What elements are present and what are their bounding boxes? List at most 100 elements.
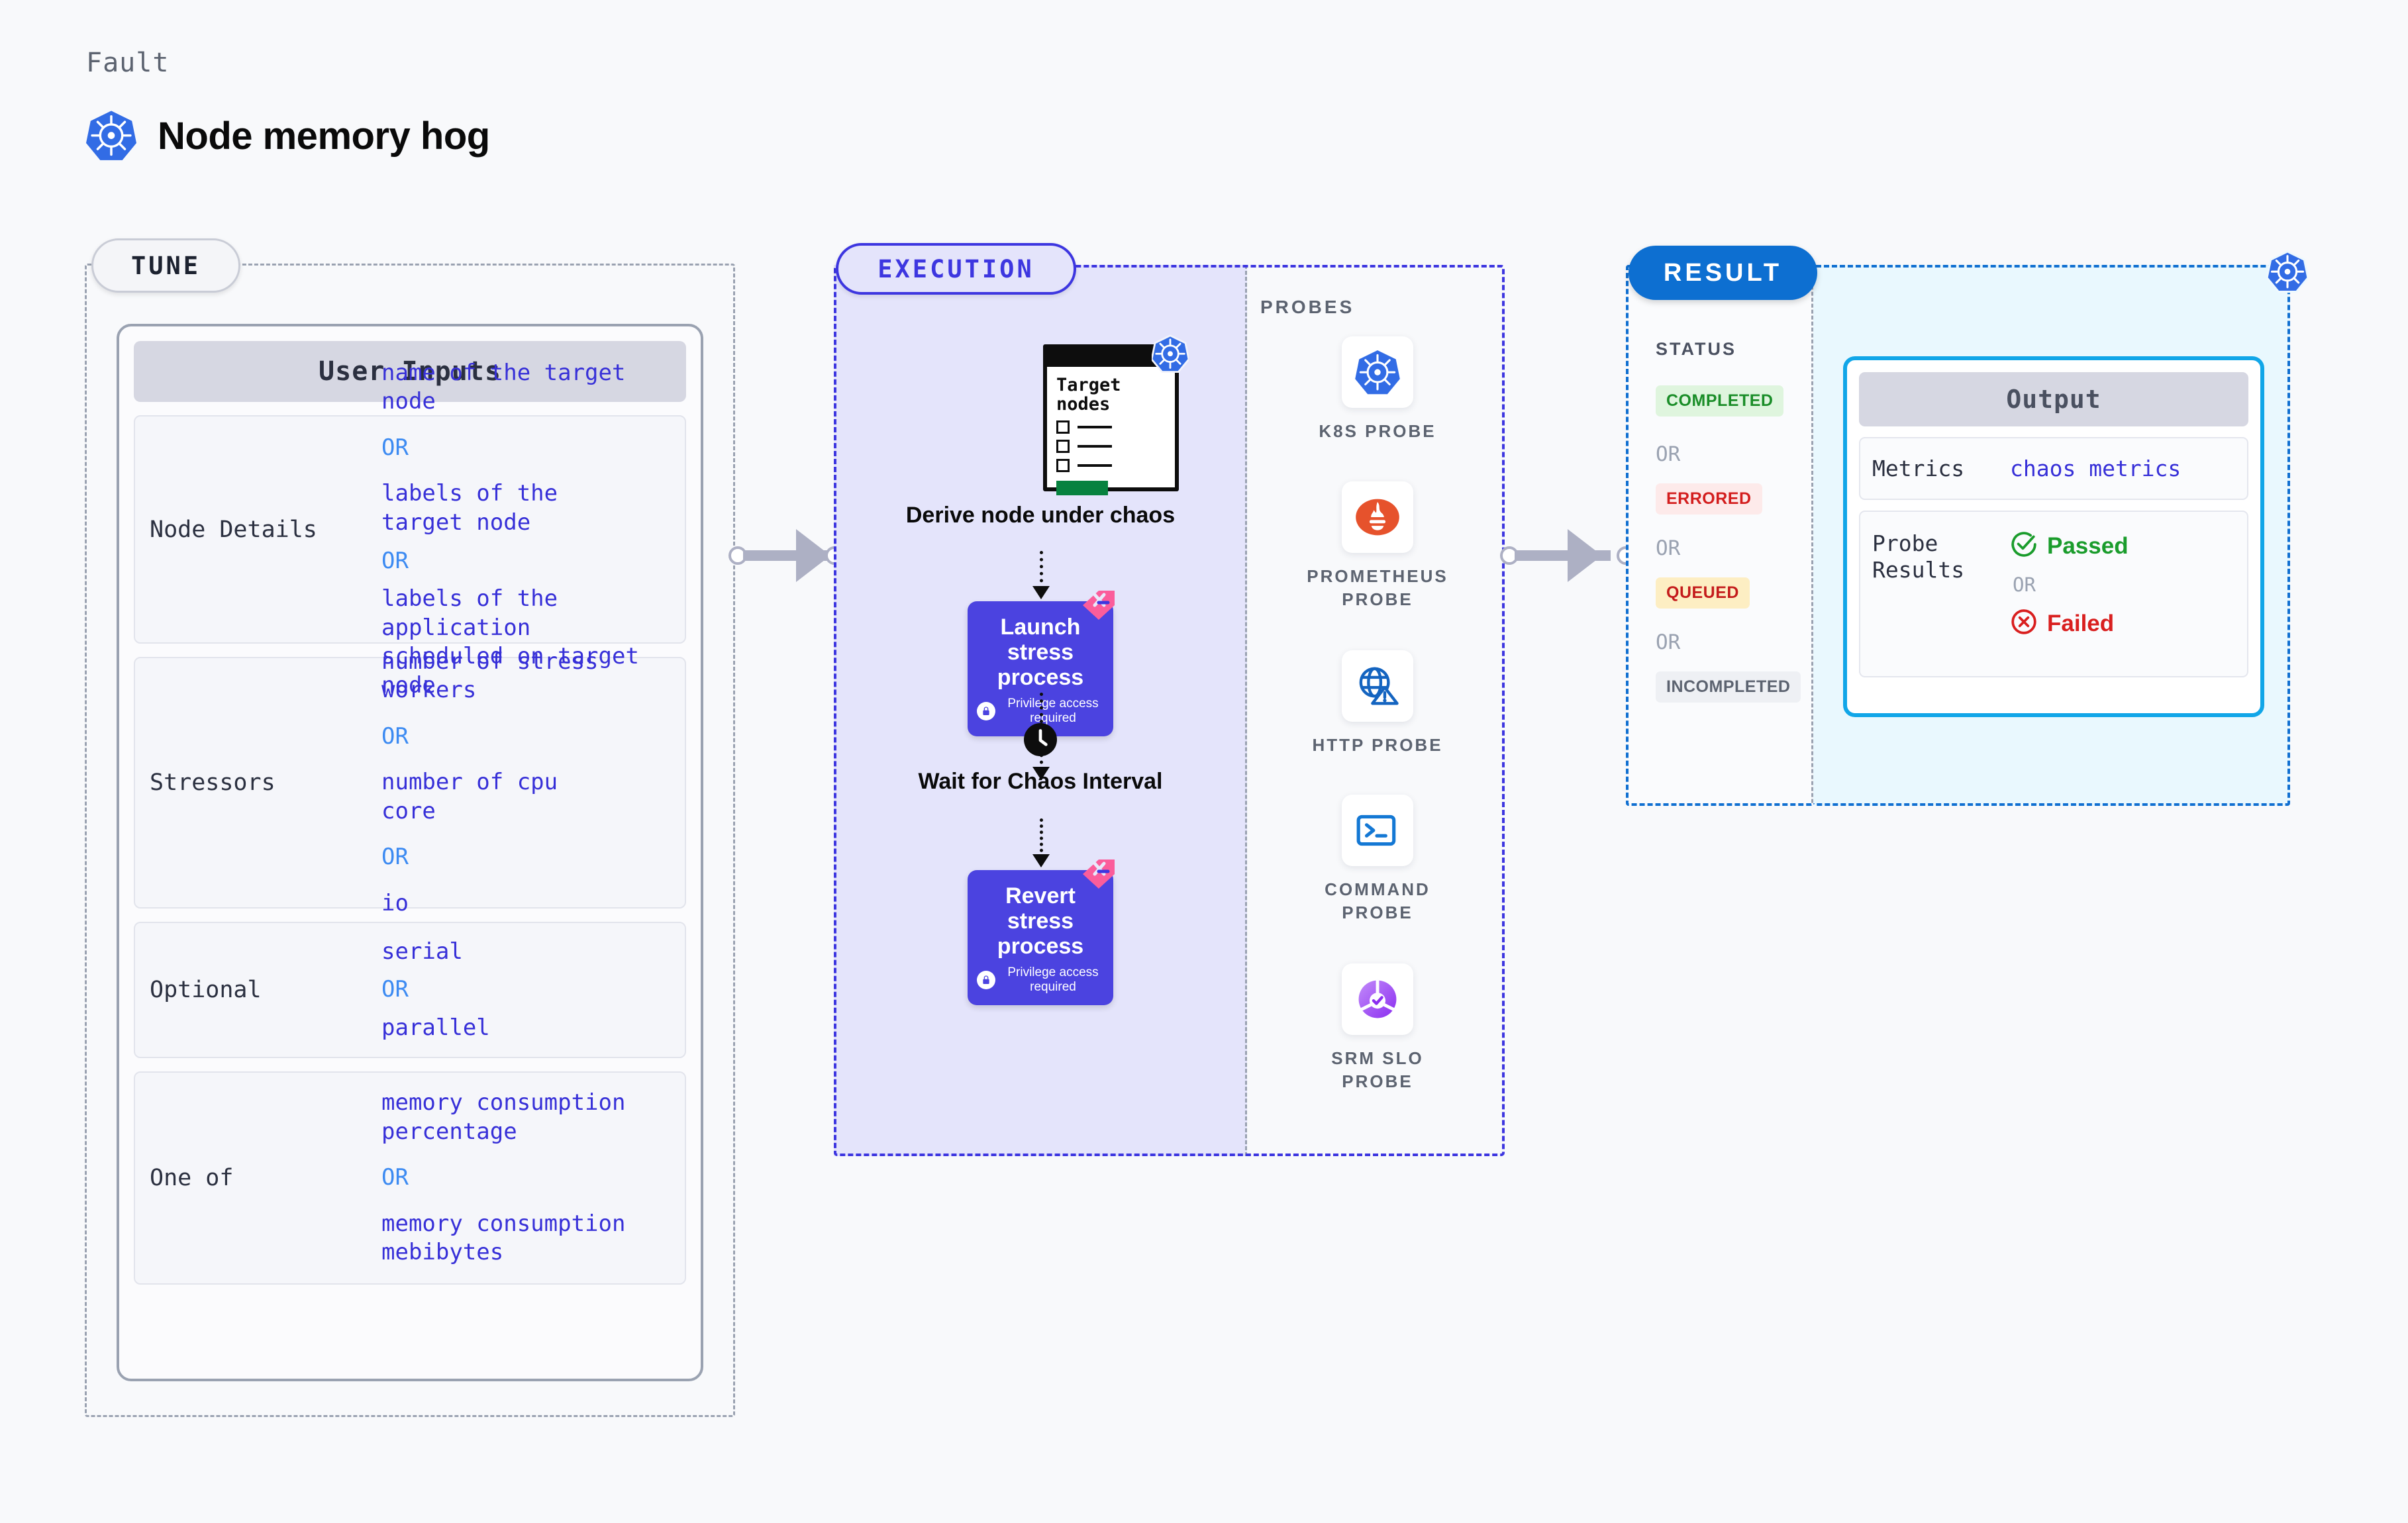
step-caption-wait: Wait for Chaos Interval: [918, 769, 1163, 794]
metrics-value: chaos metrics: [2010, 456, 2182, 481]
probe-command[interactable]: COMMAND PROBE: [1298, 795, 1457, 924]
target-nodes-title: Target nodes: [1056, 375, 1121, 415]
status-title: STATUS: [1656, 339, 1736, 359]
probe-http[interactable]: HTTP PROBE: [1298, 650, 1457, 757]
process-subtitle: Privilege access required: [1007, 697, 1099, 726]
globe-warning-icon: [1342, 650, 1413, 722]
param-row-node-details: Node Details name of the target node OR …: [134, 360, 686, 699]
confirm-bar: [1056, 480, 1108, 495]
probe-label: COMMAND PROBE: [1325, 879, 1430, 923]
output-header: Output: [1859, 372, 2248, 426]
probe-result-failed: Failed: [2010, 608, 2129, 639]
param-value: number of stress workers: [381, 648, 599, 704]
param-row-stressors: Stressors number of stress workers OR nu…: [134, 648, 686, 916]
param-or: OR: [381, 722, 409, 750]
failed-label: Failed: [2047, 610, 2115, 636]
line-placeholder: [1078, 425, 1112, 428]
tune-pill-label: TUNE: [130, 251, 201, 280]
kubernetes-icon: [2266, 250, 2309, 297]
checkbox-icon: [1056, 439, 1070, 453]
checkbox-icon: [1056, 420, 1070, 434]
status-or: OR: [1656, 442, 1681, 466]
param-values: memory consumption percentage OR memory …: [381, 1089, 685, 1267]
result-status-region: [1626, 265, 1813, 806]
output-title: Output: [2006, 385, 2101, 414]
tune-region: [85, 264, 735, 1417]
param-label: Optional: [150, 977, 262, 1003]
process-box-launch-stress[interactable]: Launch stress process Privilege access r…: [968, 591, 1115, 737]
lock-icon: [977, 971, 995, 990]
checkbox-icon: [1056, 458, 1070, 472]
status-badge-completed: COMPLETED: [1656, 385, 1784, 417]
param-label: Stressors: [150, 769, 276, 796]
user-inputs-title: User Inputs: [319, 356, 501, 387]
process-box-revert-stress[interactable]: Revert stress process Privilege access r…: [968, 860, 1115, 1006]
clock-icon: [1024, 723, 1057, 760]
kubernetes-icon: [86, 109, 136, 162]
param-values: number of stress workers OR number of cp…: [381, 648, 685, 918]
status-badge-errored: ERRORED: [1656, 483, 1762, 515]
slo-donut-icon: [1342, 963, 1413, 1035]
param-value: memory consumption percentage: [381, 1089, 626, 1145]
line-placeholder: [1078, 444, 1112, 448]
param-label: Node Details: [150, 516, 317, 543]
probe-results-values: Passed OR Failed: [2010, 530, 2129, 639]
checklist-item: [1056, 420, 1175, 434]
fault-title-row: Node memory hog: [86, 109, 490, 162]
output-row-probe-results: Probe Results Passed OR: [1859, 511, 2248, 677]
step-caption-derive: Derive node under chaos: [905, 503, 1176, 528]
process-title: Launch stress process: [997, 614, 1084, 691]
lock-icon: [977, 702, 995, 721]
target-nodes-window: Target nodes: [1043, 344, 1179, 495]
process-title: Revert stress process: [997, 883, 1084, 959]
status-badge-incompleted: INCOMPLETED: [1656, 671, 1801, 703]
output-card: Output Metrics chaos metrics Probe Resul…: [1843, 356, 2264, 717]
param-value: io: [381, 889, 409, 916]
execution-region: [834, 265, 1505, 1156]
probe-label: PROMETHEUS PROBE: [1307, 566, 1448, 610]
param-or: OR: [381, 844, 409, 871]
probe-result-passed: Passed: [2010, 530, 2129, 562]
arrowhead-icon: [1032, 854, 1050, 867]
kubernetes-icon: [1150, 334, 1190, 377]
passed-label: Passed: [2047, 532, 2129, 559]
fault-kicker: Fault: [86, 48, 170, 78]
probe-prometheus[interactable]: PROMETHEUS PROBE: [1298, 481, 1457, 611]
probe-srm-slo[interactable]: SRM SLO PROBE: [1298, 963, 1457, 1093]
status-or: OR: [1656, 536, 1681, 560]
param-or: OR: [381, 547, 409, 574]
probe-results-label: Probe Results: [1872, 530, 1965, 583]
param-label: One of: [150, 1165, 234, 1191]
probe-label: HTTP PROBE: [1312, 735, 1443, 755]
param-values: serial OR parallel: [381, 938, 685, 1043]
param-row-optional: Optional serial OR parallel: [134, 922, 686, 1058]
param-values: name of the target node OR labels of the…: [381, 359, 685, 700]
param-value: labels of the application scheduled on t…: [381, 585, 639, 699]
probe-label: SRM SLO PROBE: [1331, 1048, 1424, 1092]
result-pill: RESULT: [1629, 246, 1817, 300]
status-or: OR: [1656, 630, 1681, 654]
user-inputs-card: User Inputs Node Details name of the tar…: [117, 324, 703, 1381]
probes-title: PROBES: [1260, 297, 1355, 317]
param-value: name of the target node: [381, 359, 626, 415]
checklist-item: [1056, 439, 1175, 453]
page-title: Node memory hog: [158, 114, 490, 158]
probe-result-or: OR: [2013, 573, 2036, 596]
param-value: serial: [381, 938, 463, 965]
checklist-item: [1056, 458, 1175, 472]
output-row-metrics: Metrics chaos metrics: [1859, 437, 2248, 500]
param-or: OR: [381, 976, 409, 1003]
line-placeholder: [1078, 464, 1112, 467]
prometheus-icon: [1342, 481, 1413, 553]
privilege-ribbon-icon: [1079, 591, 1116, 622]
execution-flow: Target nodes Derive node under chaos: [834, 265, 1247, 1156]
flow-arrow: [1040, 818, 1043, 858]
param-or: OR: [381, 1164, 409, 1191]
execution-pill-label: EXECUTION: [878, 254, 1034, 283]
flow-arrow: [1040, 551, 1043, 589]
param-row-one-of: One of memory consumption percentage OR …: [134, 1071, 686, 1285]
terminal-icon: [1342, 795, 1413, 866]
probe-k8s[interactable]: K8S PROBE: [1298, 336, 1457, 443]
privilege-ribbon-icon: [1079, 860, 1116, 891]
